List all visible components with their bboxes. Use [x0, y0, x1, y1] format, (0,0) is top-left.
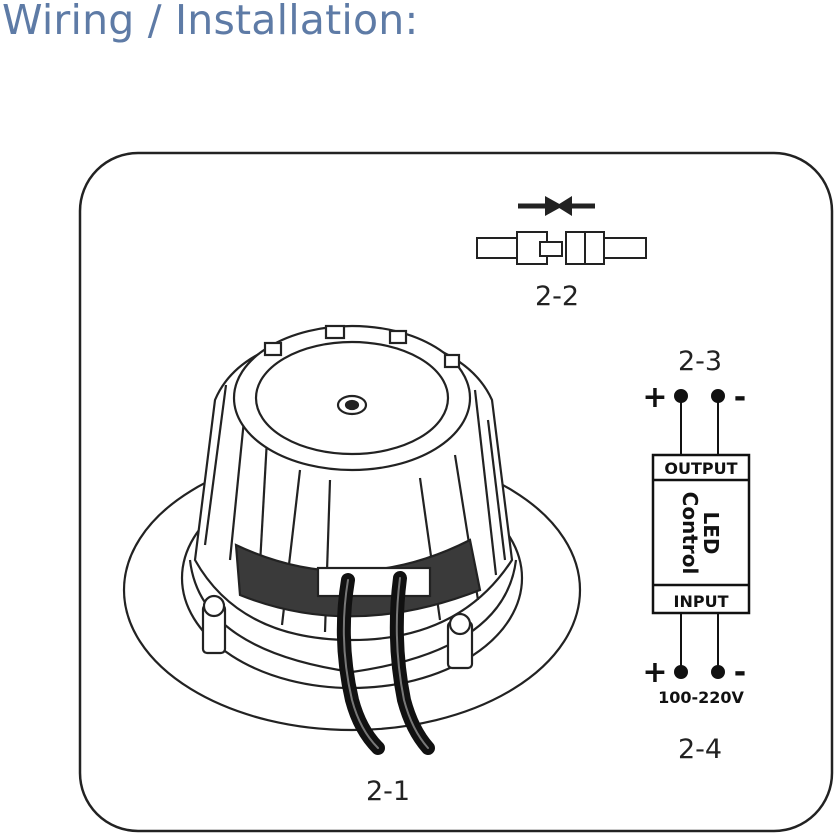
- input-plus-sign: +: [642, 655, 667, 690]
- driver-output-label: OUTPUT: [664, 459, 737, 478]
- diagram-frame: [78, 151, 834, 833]
- output-terminals: [674, 389, 725, 455]
- driver-input-label: INPUT: [674, 592, 729, 611]
- label-2-4: 2-4: [678, 734, 722, 765]
- driver-name-line2: Control: [678, 492, 702, 575]
- label-2-1: 2-1: [366, 776, 410, 807]
- connector-illustration: [476, 196, 647, 265]
- input-terminals: [674, 613, 725, 679]
- power-cables: [336, 571, 435, 755]
- output-plus-sign: +: [642, 380, 667, 415]
- input-minus-sign: -: [734, 655, 746, 690]
- output-minus-sign: -: [734, 380, 746, 415]
- label-2-3: 2-3: [678, 346, 722, 377]
- page-title: Wiring / Installation:: [2, 0, 419, 44]
- driver-name-line1: LED: [699, 511, 723, 554]
- input-voltage-label: 100-220V: [658, 688, 744, 707]
- led-driver-box: [651, 453, 751, 615]
- label-2-2: 2-2: [535, 281, 579, 312]
